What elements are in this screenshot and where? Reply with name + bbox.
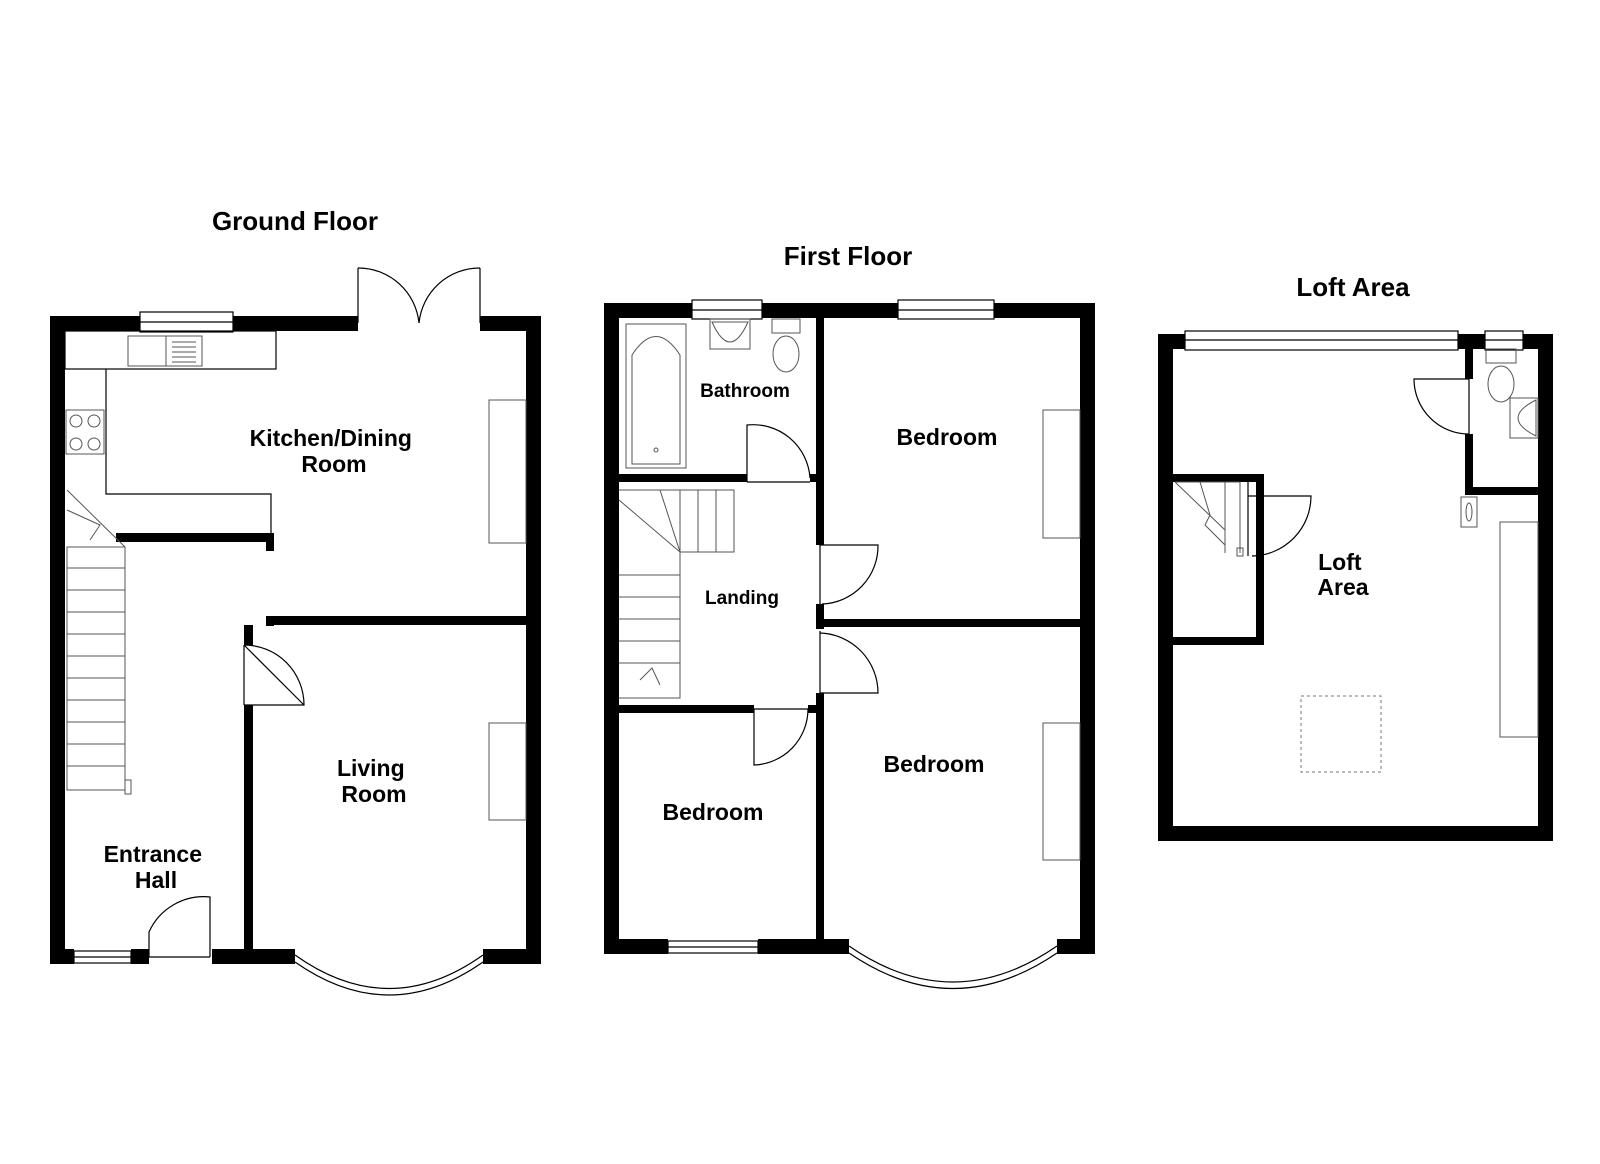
bath-icon — [625, 323, 687, 469]
shower-icon — [1460, 496, 1478, 528]
staircase — [1174, 481, 1244, 557]
wall — [816, 619, 1080, 627]
radiator — [1499, 521, 1539, 738]
wall — [808, 705, 824, 713]
wall — [1465, 487, 1538, 495]
room-label-bedroom-small: Bedroom — [663, 799, 764, 825]
basin-icon — [709, 318, 751, 350]
wall — [526, 316, 541, 964]
wall — [1538, 334, 1553, 841]
wall — [244, 705, 253, 963]
staircase — [66, 489, 132, 795]
wall — [50, 316, 65, 964]
wall — [1158, 334, 1173, 841]
wall — [816, 604, 824, 629]
wall — [480, 316, 541, 331]
wall — [816, 693, 824, 939]
wall — [266, 533, 274, 551]
room-label-bathroom: Bathroom — [700, 381, 790, 402]
basin-icon — [1509, 397, 1539, 439]
room-label-loft-area: Loft Area — [1317, 549, 1368, 600]
wall — [266, 616, 541, 625]
wall — [266, 616, 274, 626]
wall — [1057, 939, 1095, 954]
ground-floor-plan: Ground Floor — [50, 206, 541, 996]
room-label-kitchen-dining: Kitchen/Dining Room — [250, 425, 419, 477]
radiator — [488, 399, 527, 544]
kitchen-counter — [64, 330, 277, 370]
wall — [50, 949, 74, 964]
wall — [1158, 826, 1553, 841]
door — [1413, 378, 1470, 435]
toilet-icon — [1485, 348, 1517, 403]
wall — [604, 303, 619, 953]
door — [243, 644, 305, 706]
wall — [1173, 637, 1264, 645]
door — [1247, 482, 1312, 557]
door — [819, 544, 879, 605]
radiator — [1042, 722, 1081, 861]
wall — [1256, 474, 1264, 644]
wall — [604, 303, 1095, 318]
room-label-landing: Landing — [705, 588, 779, 609]
bay-window — [848, 945, 1058, 983]
first-floor-plan: First Floor — [604, 241, 1095, 990]
wall — [1173, 474, 1264, 482]
room-label-living-room: Living Room — [337, 755, 411, 807]
sink-icon — [127, 335, 167, 367]
front-door — [148, 896, 211, 958]
wall — [816, 318, 824, 545]
radiator — [1042, 409, 1081, 539]
wall — [244, 625, 253, 645]
wall — [604, 939, 668, 954]
wall — [1465, 434, 1473, 494]
wall — [1080, 303, 1095, 953]
wall — [758, 939, 849, 954]
wall — [483, 949, 541, 964]
toilet-icon — [771, 318, 801, 373]
kitchen-counter — [105, 369, 272, 533]
bay-window — [294, 954, 484, 989]
loft-hatch — [1300, 695, 1382, 773]
wall — [131, 949, 149, 964]
wall — [619, 474, 747, 482]
room-label-bedroom-rear: Bedroom — [897, 424, 998, 450]
wall — [212, 949, 295, 964]
room-label-entrance-hall: Entrance Hall — [104, 841, 209, 893]
door — [753, 708, 809, 766]
room-label-bedroom-front: Bedroom — [884, 751, 985, 777]
radiator — [488, 722, 527, 821]
drainer-icon — [165, 335, 203, 367]
french-doors — [357, 267, 481, 324]
wall — [619, 705, 754, 713]
door — [746, 424, 811, 483]
hob-icon — [65, 409, 105, 455]
ground-floor-title: Ground Floor — [212, 206, 378, 236]
staircase — [618, 489, 735, 699]
wall — [116, 533, 274, 542]
door — [819, 631, 879, 694]
first-floor-title: First Floor — [784, 241, 913, 271]
loft-area-title: Loft Area — [1296, 272, 1410, 302]
wall — [1465, 349, 1473, 379]
loft-area-plan: Loft Area — [1158, 272, 1553, 841]
